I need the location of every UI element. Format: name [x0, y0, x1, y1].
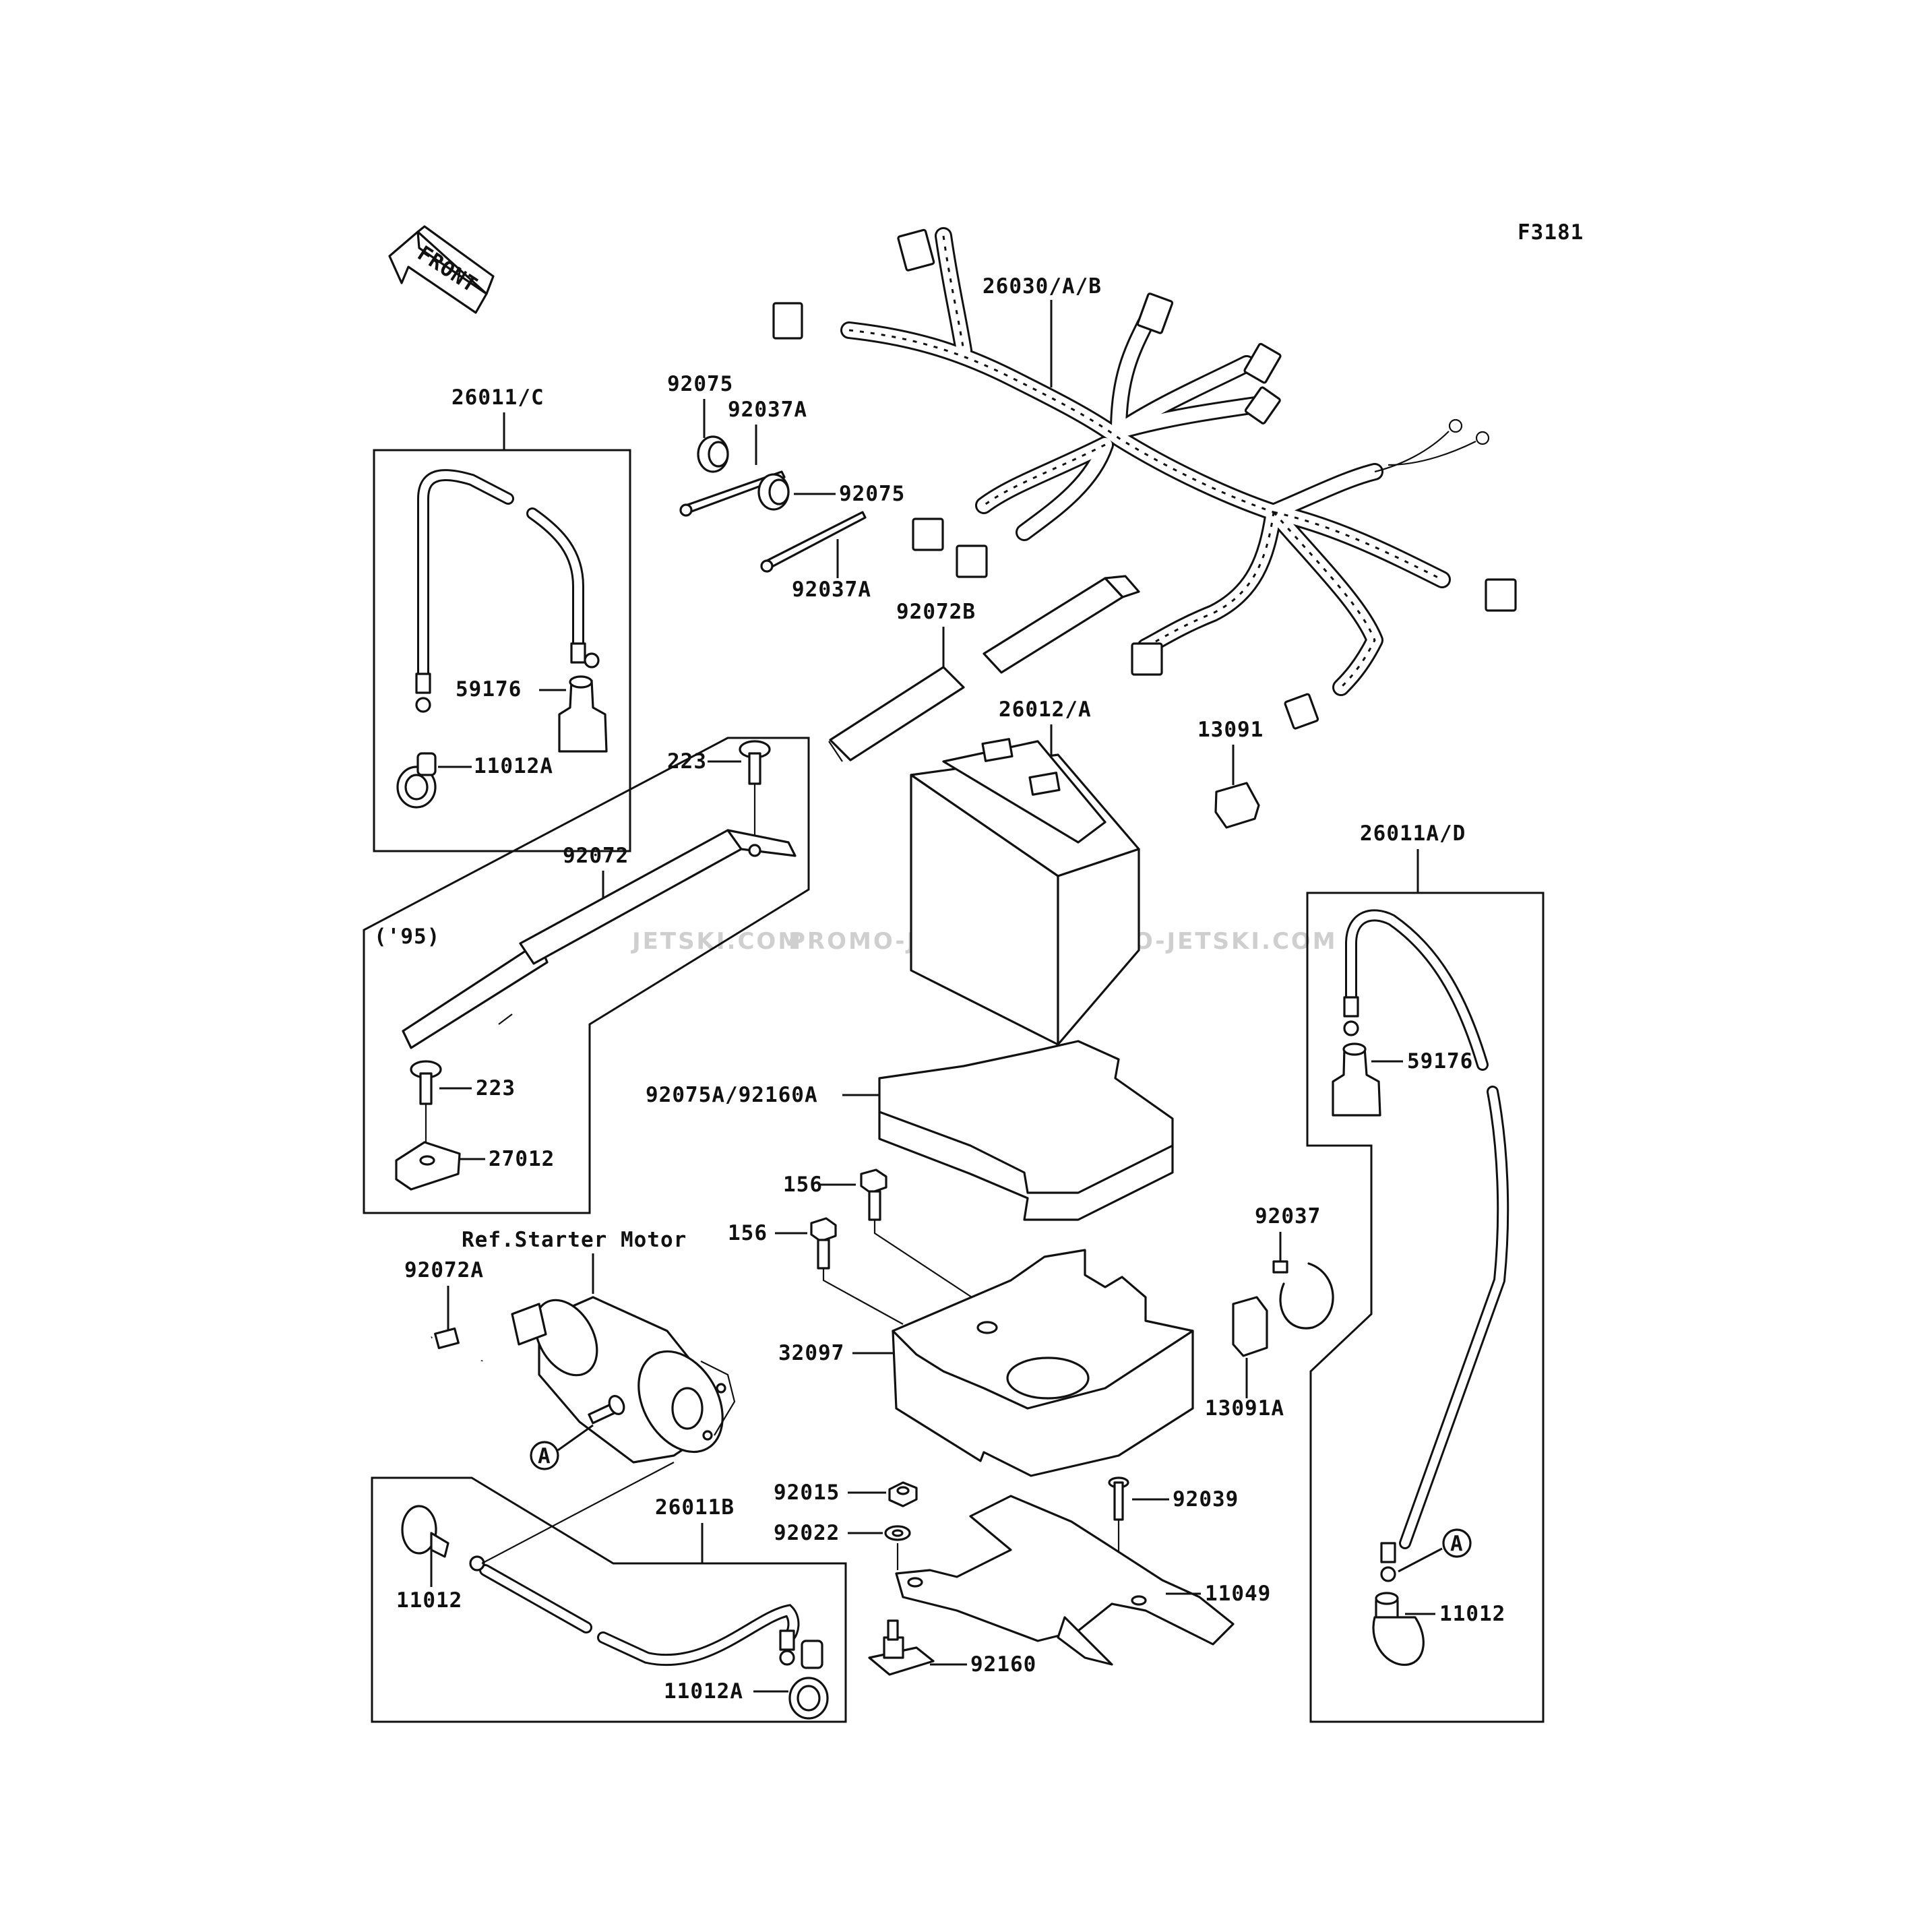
band-92072a	[403, 1327, 485, 1437]
ref-a-left-label: A	[538, 1444, 551, 1468]
cap-tl	[697, 435, 729, 473]
front-arrow-icon: FRONT	[388, 225, 495, 314]
label-cable-c: 26011/C	[451, 385, 544, 410]
label-pad-13091a: 13091A	[1205, 1396, 1284, 1421]
label-cable-b: 26011B	[655, 1495, 735, 1520]
label-band-92072a: 92072A	[404, 1258, 484, 1282]
nut-92015	[888, 1481, 918, 1507]
strap-b	[828, 575, 1140, 762]
label-cover-11012a-bottom: 11012A	[664, 1679, 743, 1704]
ref-a-right-label: A	[1450, 1532, 1464, 1556]
label-pad-13091: 13091	[1197, 718, 1264, 742]
label-strap-b: 92072B	[896, 600, 976, 624]
label-harness: 26030/A/B	[983, 274, 1102, 299]
label-bolt-156-a: 156	[783, 1173, 823, 1197]
label-stud-92039: 92039	[1173, 1487, 1239, 1512]
label-bolt-223-bot: 223	[476, 1076, 516, 1100]
battery	[910, 738, 1140, 1046]
label-cover-11012-left: 11012	[396, 1588, 462, 1613]
cable-b	[469, 1462, 800, 1666]
figure-code: F3181	[1518, 220, 1584, 245]
label-band-mid: 92037A	[792, 578, 871, 602]
cap-mid	[757, 473, 790, 511]
cable-c	[415, 469, 600, 713]
boot-right	[1332, 1042, 1381, 1117]
label-cable-ad: 26011A/D	[1360, 821, 1466, 846]
label-bolt-156-b: 156	[728, 1221, 768, 1245]
boot-left	[558, 675, 608, 753]
label-nut-92015: 92015	[774, 1481, 840, 1505]
cover-11012a-bottom	[788, 1640, 829, 1720]
label-bracket-27012: 27012	[489, 1147, 555, 1171]
label-ref-starter: Ref.Starter Motor	[462, 1228, 687, 1252]
starter-motor	[511, 1296, 736, 1464]
box-95	[363, 737, 810, 1214]
stud-92039	[1108, 1476, 1129, 1563]
band-tl	[679, 470, 786, 517]
strap-92072	[402, 829, 797, 1049]
bolt-223-bot	[410, 1060, 442, 1146]
cover-11012-left	[401, 1505, 449, 1558]
label-cover-right: 11012	[1439, 1602, 1505, 1626]
bolt-156-b	[810, 1217, 904, 1325]
bolt-223-top	[739, 740, 771, 852]
watermark-1: JETSKI.COM	[631, 928, 803, 955]
damper-92160	[868, 1619, 935, 1676]
label-cover-left: 11012A	[474, 754, 553, 778]
label-washer-92022: 92022	[774, 1521, 840, 1545]
pad-13091a	[1232, 1296, 1268, 1357]
label-boot-right: 59176	[1407, 1049, 1473, 1073]
label-cap-mid: 92075	[839, 482, 905, 506]
pad-13091	[1214, 782, 1260, 829]
cover-right	[1372, 1592, 1425, 1666]
ref-a-left: A	[530, 1424, 594, 1470]
label-case-32097: 32097	[778, 1341, 844, 1365]
box-cable-c	[373, 449, 631, 852]
bracket-11049	[895, 1495, 1235, 1666]
label-bolt-223-top: 223	[667, 749, 707, 774]
label-bracket-11049: 11049	[1205, 1582, 1271, 1606]
box-cable-ad	[1306, 892, 1545, 1723]
ref-a-right: A	[1398, 1528, 1472, 1573]
label-clamp-92037: 92037	[1255, 1204, 1321, 1228]
label-battery: 26012/A	[999, 697, 1092, 722]
label-cap-tl: 92075	[667, 372, 733, 396]
bracket-27012	[395, 1141, 461, 1191]
bolt-starter	[588, 1395, 625, 1425]
label-band-tl: 92037A	[728, 398, 807, 422]
cable-ad	[1343, 909, 1509, 1582]
bolt-156-a	[860, 1168, 998, 1315]
label-damper-92160: 92160	[970, 1652, 1036, 1677]
pad-92075a	[878, 1040, 1174, 1221]
clamp-92037	[1272, 1260, 1334, 1330]
label-strap-92072: 92072	[563, 844, 629, 868]
label-boot-left: 59176	[456, 677, 522, 702]
washer-92022	[884, 1525, 911, 1570]
cover-left	[396, 752, 437, 809]
wiring-harness	[772, 227, 1517, 730]
band-mid	[760, 511, 867, 573]
battery-case-32097	[892, 1249, 1194, 1477]
box-cable-b	[371, 1476, 847, 1723]
label-pad-92075a: 92075A/92160A	[646, 1083, 818, 1107]
label-year-95: ('95)	[374, 925, 440, 949]
